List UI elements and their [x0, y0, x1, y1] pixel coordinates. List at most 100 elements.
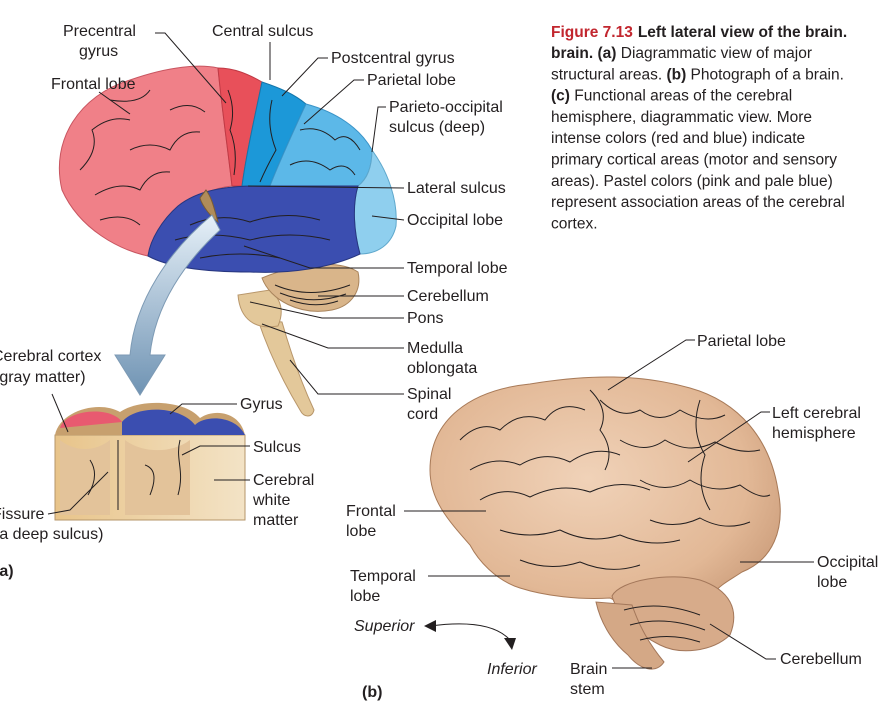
label-photo-temporal-2: lobe	[350, 588, 380, 605]
gray-matter-mid	[125, 440, 190, 515]
label-photo-parietal: Parietal lobe	[697, 333, 786, 350]
inferior-arrowhead	[504, 638, 516, 650]
label-parieto-occipital-2: sulcus (deep)	[389, 119, 485, 136]
label-frontal-lobe: Frontal lobe	[51, 76, 136, 93]
label-spinal-cord-2: cord	[407, 406, 438, 423]
label-photo-hemisphere: Left cerebral	[772, 405, 861, 422]
leader-gyrus	[169, 403, 237, 415]
frontal-folds	[79, 89, 206, 226]
caption-line: structural areas. (b) Photograph of a br…	[551, 66, 844, 83]
photo-brainstem	[595, 601, 665, 670]
caption-title: Left lateral view of the brain.	[638, 24, 847, 41]
caption-line-1: Figure 7.13 Left lateral view of the brai…	[551, 24, 847, 41]
figure-number: Figure 7.13	[551, 24, 633, 41]
label-photo-occipital: Occipital	[817, 554, 878, 571]
label-temporal-lobe: Temporal lobe	[407, 260, 508, 277]
gray-matter-left	[60, 440, 110, 515]
leader-postcentral	[281, 57, 328, 97]
caption-run: intense colors (red and blue) indicate	[551, 130, 805, 147]
label-parieto-occipital: Parieto-occipital	[389, 99, 503, 116]
caption-line: brain. (a) Diagrammatic view of major	[551, 45, 812, 62]
caption-body: brain. (a) Diagrammatic view of major str…	[551, 45, 845, 232]
label-photo-cerebellum: Cerebellum	[780, 651, 862, 668]
label-fissure: Fissure	[0, 506, 45, 523]
superior-arrowhead	[424, 620, 436, 632]
label-gyrus: Gyrus	[240, 396, 283, 413]
label-cerebellum: Cerebellum	[407, 288, 489, 305]
leader-precentral	[155, 32, 227, 104]
label-sulcus: Sulcus	[253, 439, 301, 456]
caption-run: Functional areas of the cerebral	[570, 88, 792, 105]
label-cerebral-cortex: Cerebral cortex	[0, 348, 101, 365]
label-fissure-2: (a deep sulcus)	[0, 526, 103, 543]
caption-line: cortex.	[551, 215, 598, 232]
leader-medulla	[261, 323, 404, 349]
caption-run: Diagrammatic view of major	[616, 45, 812, 62]
lateral-sulcus-cue	[199, 189, 219, 224]
leader-lateral-sulcus	[247, 185, 405, 189]
label-central-sulcus: Central sulcus	[212, 23, 313, 40]
figure-caption: Figure 7.13 Left lateral view of the brai…	[551, 24, 847, 232]
cortex-red-surface	[60, 411, 122, 428]
label-photo-occipital-2: lobe	[817, 574, 847, 591]
photo-b-labels: Parietal lobe Left cerebral hemisphere F…	[346, 333, 878, 701]
caption-line: hemisphere, diagrammatic view. More	[551, 109, 812, 126]
label-cerebral-cortex-2: (gray matter)	[0, 369, 86, 386]
label-spinal-cord: Spinal	[407, 386, 451, 403]
label-postcentral-gyrus: Postcentral gyrus	[331, 50, 455, 67]
label-photo-hemisphere-2: hemisphere	[772, 425, 856, 442]
label-white-matter-3: matter	[253, 512, 299, 529]
brain-photo	[429, 376, 781, 670]
leader-cerebral-cortex	[51, 393, 69, 433]
postcentral-folds	[259, 99, 277, 183]
caption-line: areas). Pastel colors (pink and pale blu…	[551, 173, 833, 190]
label-photo-temporal: Temporal	[350, 568, 416, 585]
zoom-arrow	[114, 214, 221, 396]
caption-run: (b)	[666, 66, 686, 83]
leader-temporal	[243, 245, 404, 269]
leader-parieto-occipital	[371, 106, 386, 153]
panel-label-a: (a)	[0, 563, 14, 580]
leader-spinal-cord	[289, 359, 404, 395]
caption-run: brain.	[551, 45, 598, 62]
leader-fissure	[47, 471, 109, 515]
label-inferior: Inferior	[487, 661, 537, 678]
caption-run: (c)	[551, 88, 570, 105]
orientation-indicator	[424, 620, 516, 650]
caption-line: intense colors (red and blue) indicate	[551, 130, 805, 147]
leader-sulcus	[181, 445, 250, 456]
label-white-matter: Cerebral	[253, 472, 314, 489]
cortex-cross-section	[54, 402, 246, 521]
label-photo-brainstem: Brain	[570, 661, 607, 678]
caption-line: represent association areas of the cereb…	[551, 194, 845, 211]
caption-run: hemisphere, diagrammatic view. More	[551, 109, 812, 126]
label-photo-frontal-2: lobe	[346, 523, 376, 540]
parietal-folds	[289, 128, 361, 176]
orientation-arrow	[429, 623, 511, 641]
leader-parietal	[303, 79, 364, 125]
leader-photo-parietal	[607, 339, 695, 391]
photo-cerebellum-folia	[623, 605, 706, 643]
label-precentral-gyrus: Precentral	[63, 23, 136, 40]
label-pons: Pons	[407, 310, 443, 327]
photo-brain-shape	[429, 376, 781, 631]
leader-lines	[47, 32, 814, 669]
leader-frontal	[98, 91, 131, 115]
caption-run: Photograph of a brain.	[686, 66, 844, 83]
leader-photo-cerebellum	[709, 623, 776, 660]
label-photo-brainstem-2: stem	[570, 681, 605, 698]
diagram-a-labels: Precentral gyrus Central sulcus Frontal …	[0, 23, 508, 580]
leader-occipital	[371, 215, 405, 221]
caption-line: (c) Functional areas of the cerebral	[551, 88, 792, 105]
label-medulla: Medulla	[407, 340, 463, 357]
label-occipital-lobe: Occipital lobe	[407, 212, 503, 229]
label-medulla-2: oblongata	[407, 360, 477, 377]
caption-run: represent association areas of the cereb…	[551, 194, 845, 211]
caption-line: primary cortical areas (motor and sensor…	[551, 152, 837, 169]
label-parietal-lobe: Parietal lobe	[367, 72, 456, 89]
caption-run: structural areas.	[551, 66, 666, 83]
caption-run: cortex.	[551, 215, 598, 232]
spinal-cord-shape	[257, 319, 315, 417]
label-photo-frontal: Frontal	[346, 503, 396, 520]
